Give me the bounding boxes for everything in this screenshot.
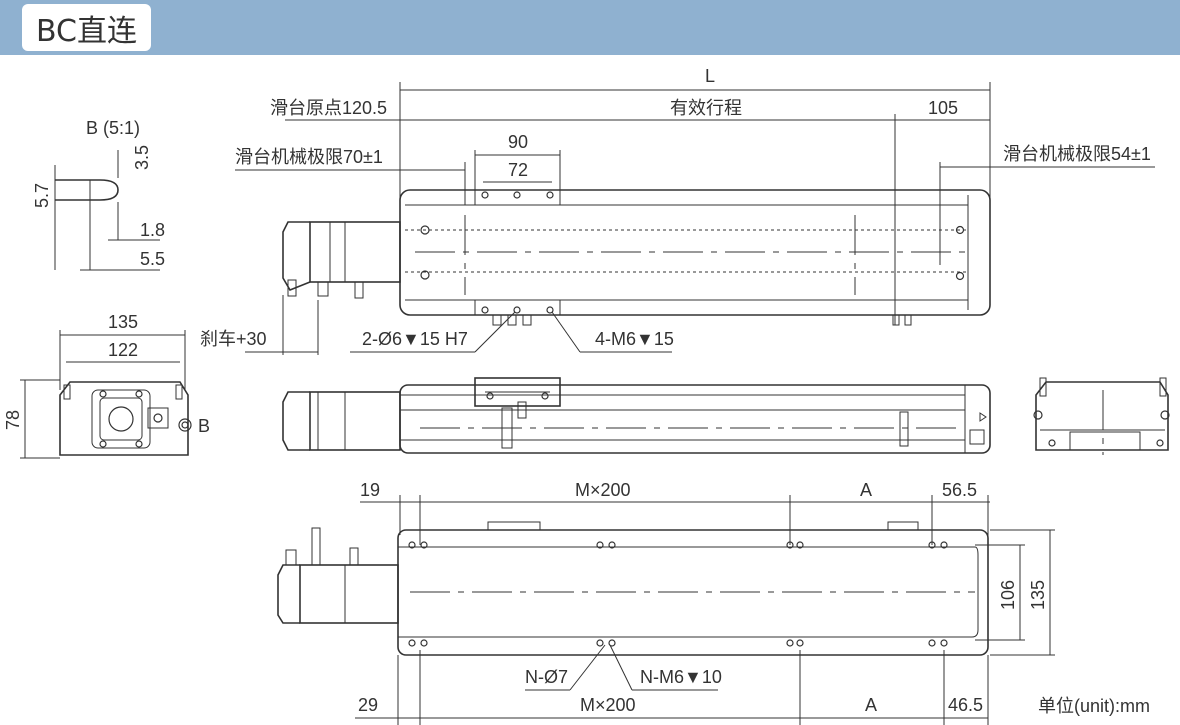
note-n-07: N-Ø7 xyxy=(525,667,568,687)
note-tap-holes: 4-M6▼15 xyxy=(595,329,674,349)
detail-b: B (5:1) 1.8 5.5 3.5 5.7 xyxy=(32,118,165,271)
label-b: B xyxy=(198,416,210,436)
dim-78: 78 xyxy=(3,410,23,430)
dim-105: 105 xyxy=(928,98,958,118)
dim-m200-bottom: M×200 xyxy=(580,695,636,715)
note-pin-holes: 2-Ø6▼15 H7 xyxy=(362,329,468,349)
dim-135-bottom: 135 xyxy=(1028,580,1048,610)
end-view-right xyxy=(1033,377,1170,455)
detail-b-3-5: 3.5 xyxy=(132,145,152,170)
top-view: L 滑台原点120.5 有效行程 105 90 72 滑台机械极限70±1 滑台… xyxy=(200,66,1155,355)
dim-56-5: 56.5 xyxy=(942,480,977,500)
dim-a-top: A xyxy=(860,480,872,500)
dim-mech-limit-left: 滑台机械极限70±1 xyxy=(235,147,383,167)
dim-72: 72 xyxy=(508,160,528,180)
section-title: BC直连 xyxy=(36,13,138,49)
section-title-tab: BC直连 xyxy=(22,4,152,51)
header-bar: BC直连 xyxy=(0,0,1180,55)
dim-mech-limit-right: 滑台机械极限54±1 xyxy=(1003,144,1151,164)
dim-slide-origin: 滑台原点120.5 xyxy=(270,98,387,118)
dim-135-left: 135 xyxy=(108,312,138,332)
dim-29: 29 xyxy=(358,695,378,715)
detail-b-title: B (5:1) xyxy=(86,118,140,138)
dim-brake: 刹车+30 xyxy=(200,329,267,349)
side-view xyxy=(282,377,991,454)
unit-label: 单位(unit):mm xyxy=(1038,696,1150,716)
note-n-m6: N-M6▼10 xyxy=(640,667,722,687)
bottom-view: 19 M×200 A 56.5 106 xyxy=(277,480,1055,725)
detail-b-5-5: 5.5 xyxy=(140,249,165,269)
dim-106: 106 xyxy=(998,580,1018,610)
dim-19: 19 xyxy=(360,480,380,500)
dim-effective-stroke: 有效行程 xyxy=(670,98,742,118)
dim-90: 90 xyxy=(508,132,528,152)
dim-46-5: 46.5 xyxy=(948,695,983,715)
end-view-left: 135 122 78 B xyxy=(3,312,210,459)
dim-a-bottom: A xyxy=(865,695,877,715)
detail-b-1-8: 1.8 xyxy=(140,220,165,240)
dim-m200-top: M×200 xyxy=(575,480,631,500)
detail-b-5-7: 5.7 xyxy=(32,183,52,208)
dim-122-left: 122 xyxy=(108,340,138,360)
dim-L: L xyxy=(705,66,715,86)
